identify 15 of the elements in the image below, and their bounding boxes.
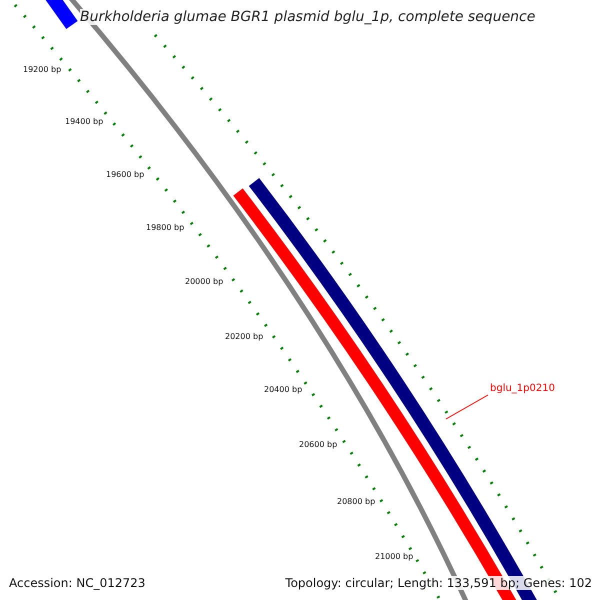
tick-label: 20400 bp	[264, 385, 302, 394]
leader-line	[446, 394, 488, 420]
tick-label: 19400 bp	[65, 117, 104, 126]
tick-label: 20800 bp	[337, 497, 376, 506]
tick-label: 20200 bp	[225, 332, 264, 341]
tick-label: 19200 bp	[23, 65, 62, 74]
map-title: Burkholderia glumae BGR1 plasmid bglu_1p, complete sequence	[80, 9, 536, 25]
tick-label: 20000 bp	[185, 277, 224, 286]
tick-label: 19600 bp	[106, 170, 144, 179]
summary-text: Topology: circular; Length: 133,591 bp; Genes: 102	[285, 576, 592, 590]
gene-label: bglu_1p0210	[490, 383, 555, 394]
accession-text: Accession: NC_012723	[9, 576, 146, 590]
tick-label: 20600 bp	[299, 440, 338, 449]
tick-label: 21000 bp	[375, 552, 414, 561]
tick-label: 19800 bp	[146, 223, 184, 232]
